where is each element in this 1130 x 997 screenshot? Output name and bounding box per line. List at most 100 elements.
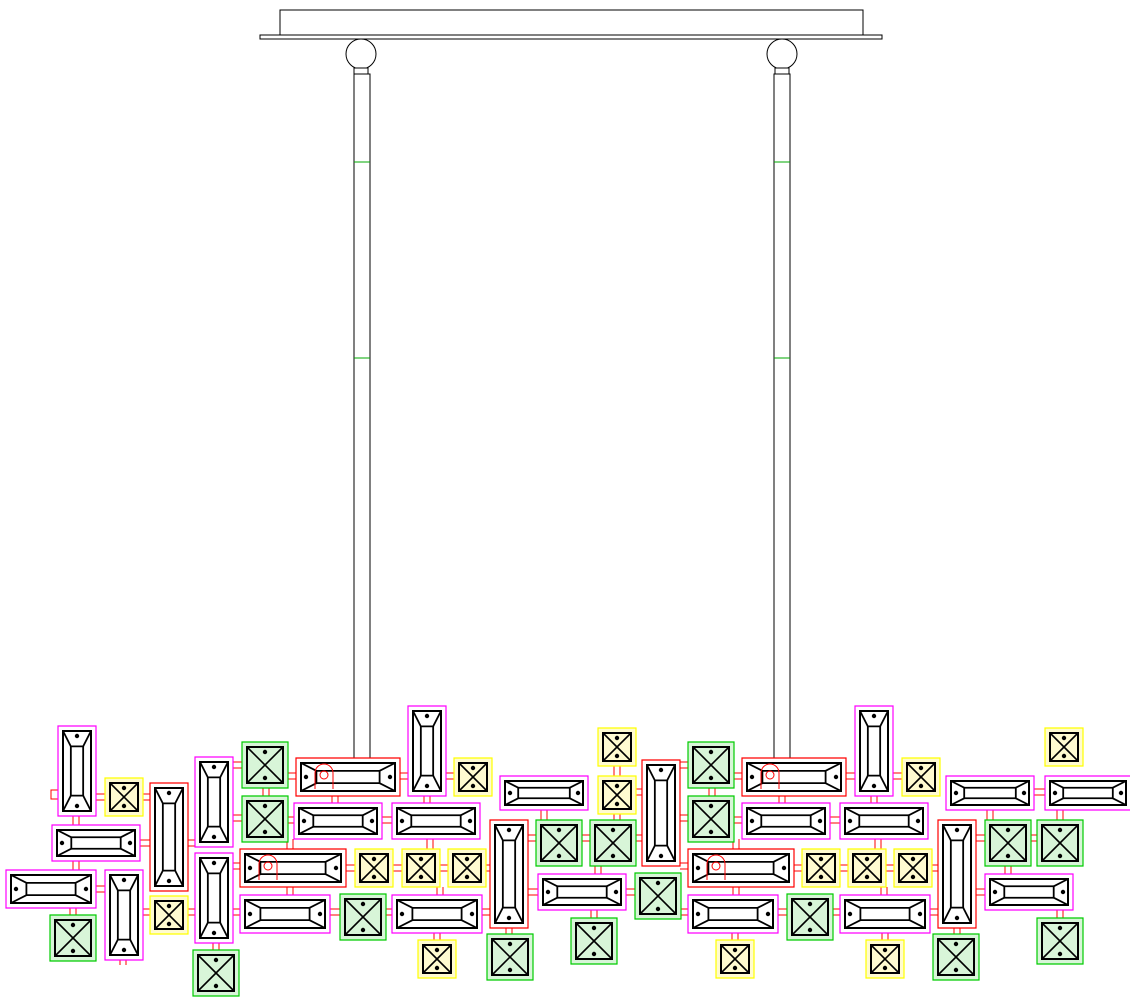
- crystal-bevel: [907, 763, 935, 791]
- crystal-bevel: [175, 788, 183, 803]
- crystal-cube: [150, 896, 188, 934]
- crystal-cube: [848, 849, 886, 887]
- crystal-pin: [708, 829, 714, 835]
- crystal-bevel: [845, 808, 859, 815]
- crystal-bevel: [747, 763, 762, 771]
- crystal-bevel: [647, 765, 655, 780]
- crystal-bevel: [990, 879, 1004, 886]
- crystal-pin: [369, 818, 375, 824]
- crystal-bevel: [811, 827, 825, 834]
- crystal-arch-ring: [766, 771, 774, 779]
- crystal-body: [505, 781, 583, 805]
- crystal-bevel: [1113, 798, 1126, 805]
- crystal-cube: [985, 820, 1031, 866]
- crystal-pin: [953, 967, 959, 973]
- crystal-bevel: [515, 825, 523, 840]
- crystal-pin: [506, 915, 512, 921]
- crystal-arch-ring: [712, 862, 720, 870]
- crystal-cube: [571, 918, 617, 964]
- crystal-pin: [166, 878, 172, 884]
- crystal-bevel: [397, 827, 411, 834]
- crystal-pin: [470, 783, 476, 789]
- crystal-cube: [716, 940, 754, 978]
- crystal-bevel: [943, 908, 951, 923]
- crystal-bevel: [220, 923, 228, 938]
- crystal-bevel: [1016, 798, 1029, 805]
- crystal-bevel: [826, 763, 841, 771]
- crystal-bevel: [860, 776, 868, 791]
- crystal-pin: [360, 901, 366, 907]
- crystal-prism-horizontal: [688, 895, 778, 933]
- crystal-bevel: [461, 808, 475, 815]
- crystal-body: [459, 763, 487, 791]
- crystal-pin: [360, 927, 366, 933]
- crystal-cube: [635, 873, 681, 919]
- crystal-body: [63, 731, 91, 811]
- crystal-body: [807, 854, 835, 882]
- crystal-body: [299, 808, 377, 834]
- crystal-bevel: [515, 908, 523, 923]
- crystal-body: [1050, 733, 1078, 761]
- crystal-bevel: [1050, 733, 1078, 761]
- crystal-bevel: [1054, 898, 1068, 905]
- crystal-pin: [1061, 753, 1067, 759]
- crystal-pin: [333, 865, 339, 871]
- crystal-bevel: [595, 825, 631, 861]
- crystal-cube: [340, 894, 386, 940]
- crystal-prism-vertical: [855, 706, 893, 796]
- crystal-pin: [708, 803, 714, 809]
- crystal-pin: [434, 947, 440, 953]
- crystal-bevel: [200, 923, 208, 938]
- crystal-bevel: [299, 808, 313, 815]
- crystal-pin: [70, 948, 76, 954]
- crystal-prism-horizontal: [840, 803, 928, 839]
- crystal-arch-ornament: [315, 764, 333, 789]
- crystal-cube: [193, 950, 239, 996]
- crystal-pin: [59, 840, 65, 846]
- crystal-pin: [211, 834, 217, 840]
- crystal-cube: [802, 849, 840, 887]
- crystal-cube: [598, 776, 636, 814]
- crystal-pin: [399, 911, 405, 917]
- crystal-bevel: [495, 825, 503, 840]
- crystal-bevel: [76, 875, 91, 883]
- crystal-pin: [954, 915, 960, 921]
- crystal-bevel: [301, 763, 316, 771]
- crystal-bevel: [1050, 798, 1063, 805]
- crystal-bevel: [130, 875, 138, 890]
- crystal-bevel: [758, 900, 773, 908]
- crystal-pin: [1057, 853, 1063, 859]
- crystal-cube: [487, 934, 533, 980]
- crystal-body: [397, 808, 475, 834]
- crystal-bevel: [155, 788, 163, 803]
- crystal-body: [155, 901, 183, 929]
- crystal-pin: [262, 803, 268, 809]
- crystal-bevel: [462, 900, 477, 908]
- crystal-bevel: [155, 901, 183, 929]
- crystal-pin: [765, 911, 771, 917]
- crystal-body: [899, 854, 927, 882]
- crystal-bevel: [57, 849, 71, 856]
- crystal-cube: [688, 742, 734, 788]
- crystal-bevel: [130, 940, 138, 955]
- crystal-pin: [469, 911, 475, 917]
- crystal-pin: [1005, 827, 1011, 833]
- crystal-body: [543, 879, 621, 905]
- right-rod-ball: [767, 39, 797, 69]
- crystal-pin: [818, 856, 824, 862]
- crystal-bevel: [11, 875, 26, 883]
- crystal-bevel: [910, 920, 925, 928]
- crystal-bevel: [453, 854, 481, 882]
- crystal-body: [245, 900, 325, 928]
- crystal-bevel: [774, 854, 789, 862]
- crystal-pin: [833, 774, 839, 780]
- crystal-bevel: [811, 808, 825, 815]
- crystal-pin: [387, 774, 393, 780]
- crystal-bevel: [667, 846, 675, 861]
- crystal-body: [247, 747, 283, 783]
- crystal-bevel: [200, 858, 208, 873]
- crystal-bevel: [860, 711, 868, 726]
- crystal-pin: [470, 765, 476, 771]
- crystal-pin: [247, 911, 253, 917]
- crystal-bevel: [423, 945, 451, 973]
